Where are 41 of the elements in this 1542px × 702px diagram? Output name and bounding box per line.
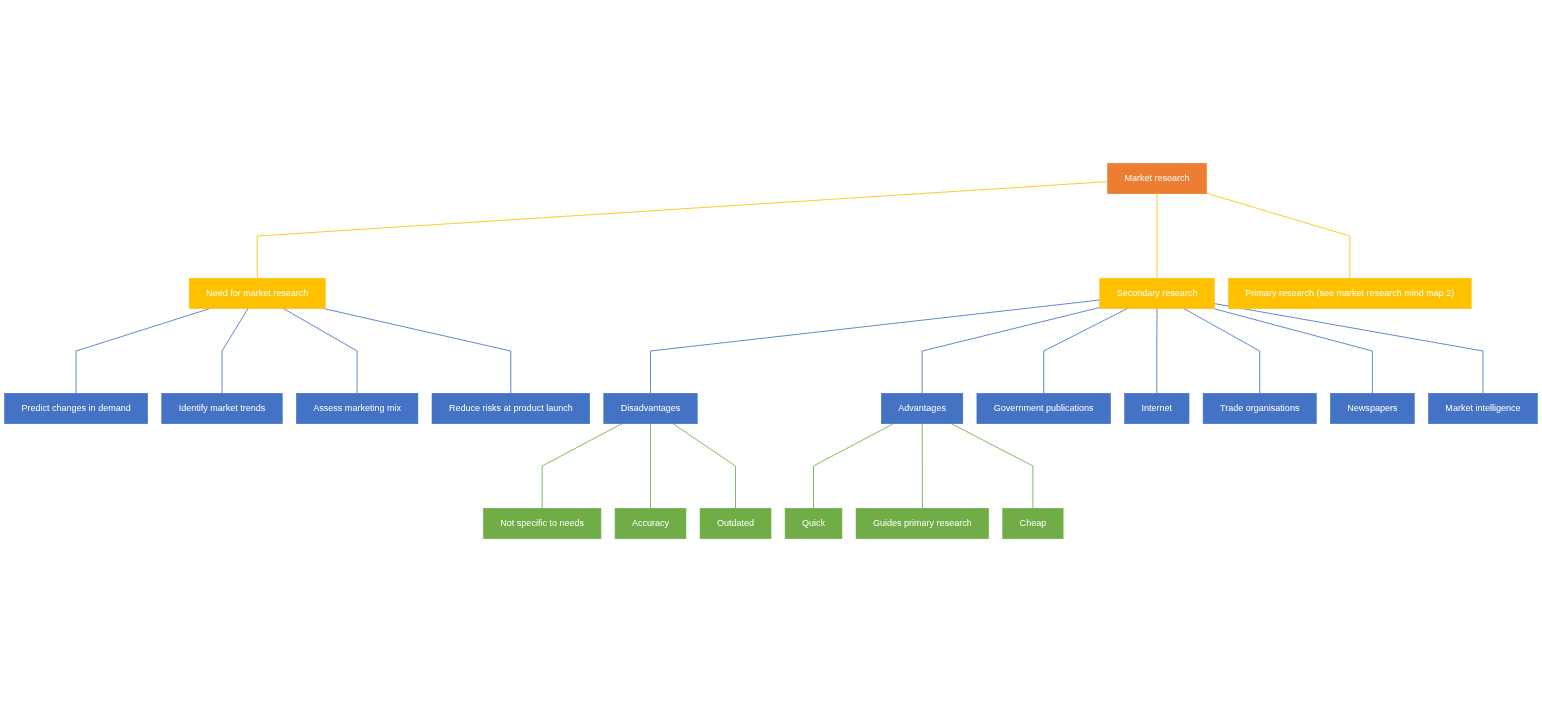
connector	[1156, 193, 1158, 279]
connector	[1206, 192, 1351, 279]
node-box: Trade organisations	[1202, 393, 1317, 424]
node-box: Disadvantages	[603, 393, 698, 424]
node-box: Market intelligence	[1428, 393, 1538, 424]
connector	[813, 423, 894, 509]
node-box: Predict changes in demand	[4, 393, 148, 424]
connector	[283, 308, 358, 394]
node-box: Reduce risks at product launch	[431, 393, 590, 424]
connector	[921, 307, 1101, 394]
node-box: Government publications	[976, 393, 1111, 424]
connector	[951, 423, 1034, 509]
connector	[672, 423, 736, 509]
connector	[1183, 308, 1261, 394]
node-box: Newspapers	[1330, 393, 1415, 424]
node-box: Guides primary research	[855, 508, 989, 539]
node-box: Cheap	[1002, 508, 1064, 539]
node-box: Primary research (see market research mind map 2)	[1228, 278, 1472, 309]
connector	[541, 423, 623, 509]
node-box: Advantages	[881, 393, 964, 424]
connector	[75, 308, 210, 394]
connector	[650, 423, 651, 509]
node-box: Market research	[1107, 163, 1207, 194]
connector	[1043, 308, 1128, 394]
node-box: Assess marketing mix	[296, 393, 419, 424]
node-box: Need for market research	[188, 278, 326, 309]
connector	[256, 181, 1108, 279]
connector	[221, 308, 249, 394]
connector	[323, 308, 512, 394]
connector	[1156, 308, 1158, 394]
node-box: Internet	[1124, 393, 1190, 424]
node-box: Outdated	[699, 508, 772, 539]
node-box: Identify market trends	[161, 393, 283, 424]
connector	[1213, 303, 1484, 394]
connector	[1213, 308, 1373, 394]
node-box: Secondary research	[1099, 278, 1215, 309]
node-box: Not specific to needs	[483, 508, 602, 539]
node-box: Accuracy	[614, 508, 687, 539]
node-box: Quick	[784, 508, 843, 539]
connector	[650, 299, 1101, 394]
connector	[921, 423, 923, 509]
